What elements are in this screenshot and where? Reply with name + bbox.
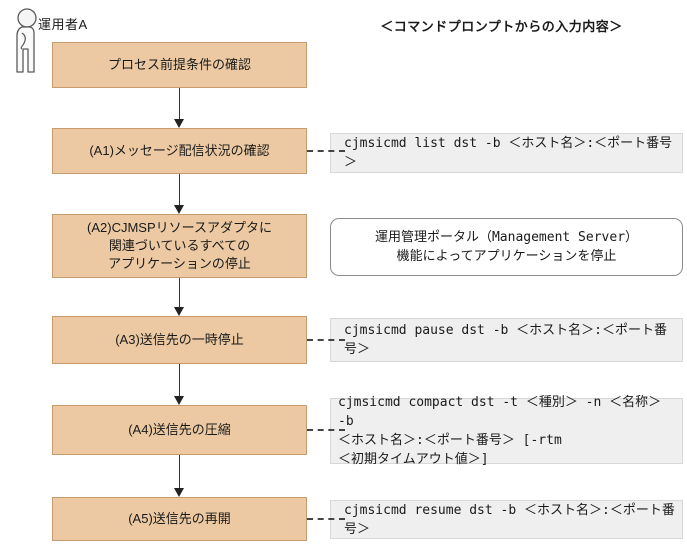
flow-step-a5: (A5)送信先の再開 <box>52 497 307 541</box>
flow-step-a4: (A4)送信先の圧縮 <box>52 405 307 455</box>
command-box-a1: cjmsicmd list dst -b ＜ホスト名＞:＜ポート番号＞ <box>330 133 683 173</box>
command-box-a5: cjmsicmd resume dst -b ＜ホスト名＞:＜ポート番号＞ <box>330 500 683 539</box>
flow-step-precondition: プロセス前提条件の確認 <box>52 42 307 88</box>
flow-step-a1: (A1)メッセージ配信状況の確認 <box>52 128 307 174</box>
arrow-down-icon <box>174 307 184 316</box>
arrow-line <box>179 88 180 119</box>
command-box-a3: cjmsicmd pause dst -b ＜ホスト名＞:＜ポート番号＞ <box>330 318 683 362</box>
arrow-down-icon <box>174 205 184 214</box>
arrow-down-icon <box>174 396 184 405</box>
dashed-connector-a4 <box>307 429 345 431</box>
person-icon <box>16 8 37 73</box>
flow-step-a2: (A2)CJMSPリソースアダプタに 関連づいているすべての アプリケーションの… <box>52 214 307 278</box>
command-box-a4: cjmsicmd compact dst -t ＜種別＞ -n ＜名称＞ -b … <box>330 395 683 467</box>
dashed-connector-a1 <box>307 150 345 152</box>
arrow-down-icon <box>174 119 184 128</box>
arrow-line <box>179 455 180 488</box>
command-column-header: ＜コマンドプロンプトからの入力内容＞ <box>380 19 623 34</box>
arrow-down-icon <box>174 488 184 497</box>
arrow-line <box>179 174 180 205</box>
note-box-a2: 運用管理ポータル（Management Server） 機能によってアプリケーシ… <box>330 218 683 276</box>
dashed-connector-a3 <box>307 339 345 341</box>
dashed-connector-a5 <box>307 518 345 520</box>
actor-label: 運用者A <box>38 17 88 32</box>
arrow-line <box>179 278 180 307</box>
flow-step-a3: (A3)送信先の一時停止 <box>52 316 307 364</box>
arrow-line <box>179 364 180 396</box>
